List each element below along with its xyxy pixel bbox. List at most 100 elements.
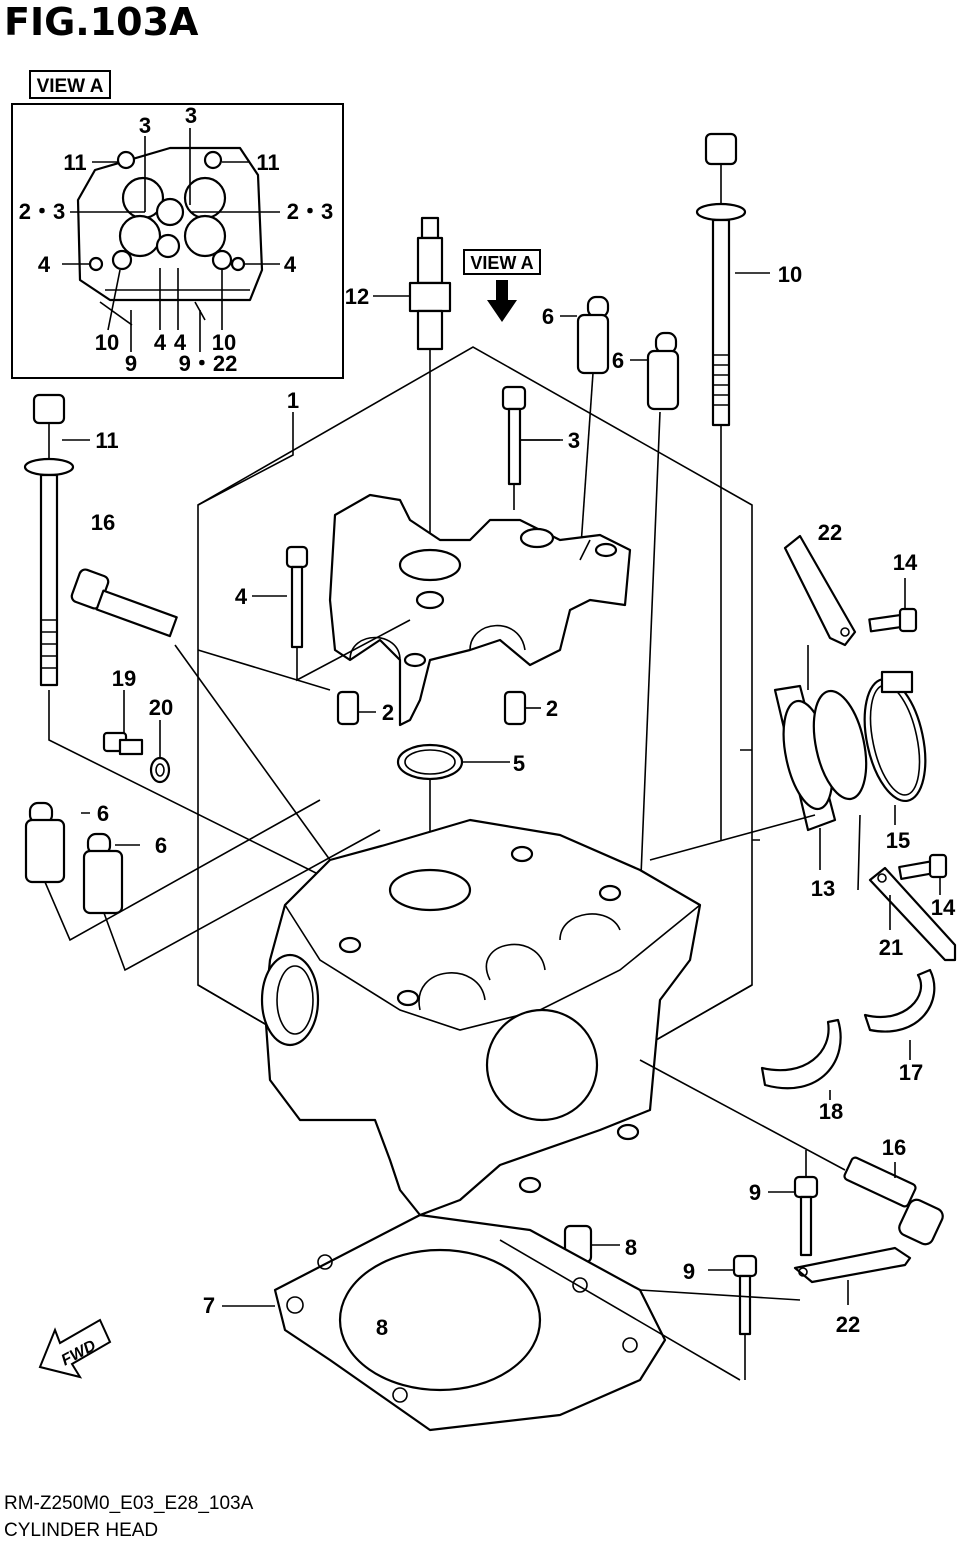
cylinder-head-rim — [284, 904, 701, 1031]
view-a-bolt-10-right — [211, 249, 233, 271]
gasket-7 — [222, 1213, 801, 1432]
view-a-bolt-10-left — [111, 249, 133, 271]
spark-plug-insulator — [416, 236, 444, 285]
callout-6-left-b: 6 — [155, 833, 167, 858]
callout-6-top-a: 6 — [542, 304, 554, 329]
inset-callout-3-left: 3 — [139, 113, 151, 138]
bracket-22-top — [783, 534, 857, 690]
callout-22-top: 22 — [818, 520, 842, 545]
inset-callout-2-3-right: 2・3 — [287, 199, 333, 224]
callout-8-right: 8 — [625, 1235, 637, 1260]
view-a-bolt-11-right — [203, 150, 223, 170]
inset-callout-3-right: 3 — [185, 103, 197, 128]
view-a-tag-box — [29, 70, 111, 99]
spark-plug-12 — [408, 216, 452, 560]
callout-9-b: 9 — [683, 1259, 695, 1284]
inset-callout-4-left: 4 — [38, 252, 51, 277]
bolt-16-lower — [639, 1059, 944, 1246]
view-a-inset: VIEW A 3 3 11 11 2・3 2・3 4 4 10 4 4 10 9… — [11, 70, 344, 379]
callout-6-top-b: 6 — [612, 348, 624, 373]
bolt-16-upper — [70, 568, 331, 861]
inset-callout-10-right: 10 — [212, 330, 236, 355]
bracket-21 — [857, 814, 957, 962]
diagram-code: RM-Z250M0_E03_E28_103A — [4, 1493, 254, 1514]
callout-8-left: 8 — [376, 1315, 388, 1340]
inset-callout-2-3-left: 2・3 — [19, 199, 65, 224]
misc-leaders — [197, 412, 760, 841]
callout-2-left: 2 — [382, 700, 394, 725]
callout-17: 17 — [899, 1060, 923, 1085]
callout-leaders-2 — [520, 315, 647, 441]
fwd-arrow: FWD — [38, 1318, 112, 1379]
holder-plug-boss — [398, 548, 462, 582]
view-a-pointer-label: VIEW A — [470, 253, 533, 273]
view-a-center-hole — [155, 233, 181, 259]
guide-6-left-a — [24, 799, 321, 942]
guide-6-top-a — [576, 295, 610, 561]
bolt-11-shank — [39, 473, 59, 687]
inset-callout-4-mid-b: 4 — [174, 330, 187, 355]
bolt-10-head — [704, 132, 738, 166]
plug-19 — [102, 690, 144, 756]
inset-callout-11-left: 11 — [63, 150, 86, 175]
view-a-plug-hole — [155, 197, 185, 227]
view-a-frame — [11, 103, 344, 379]
view-a-bolt-4-left — [88, 256, 104, 272]
exhaust-side-bore — [485, 1008, 599, 1122]
bolt-14-bottom — [898, 853, 948, 895]
gasket-7-bore — [338, 1248, 542, 1392]
view-a-bolt-4-right — [230, 256, 246, 272]
intake-port-left — [260, 953, 320, 1047]
view-a-port-4 — [183, 214, 227, 258]
callout-5: 5 — [513, 751, 525, 776]
guide-6-left-b — [82, 829, 381, 972]
guide-6-top-b — [639, 331, 680, 901]
callout-7: 7 — [203, 1293, 215, 1318]
callout-6-left-a: 6 — [97, 801, 109, 826]
bolt-4 — [252, 545, 411, 682]
clip-17 — [863, 968, 936, 1060]
cylinder-head-body — [263, 818, 702, 1217]
callout-19: 19 — [112, 666, 136, 691]
callout-15: 15 — [886, 828, 910, 853]
bolt-10-washer — [695, 202, 747, 222]
callout-10: 10 — [778, 262, 802, 287]
bolt-9-a — [768, 1150, 819, 1257]
view-a-pointer: VIEW A — [463, 249, 541, 322]
spark-plug-terminal — [420, 216, 440, 240]
cylinder-head-plug-bore — [388, 868, 472, 912]
camshaft-holder — [328, 493, 632, 727]
bracket-22-bottom — [793, 1246, 912, 1305]
callout-11: 11 — [95, 428, 118, 453]
callout-2-right: 2 — [546, 696, 558, 721]
callout-12: 12 — [345, 284, 369, 309]
callout-20: 20 — [149, 695, 173, 720]
bolt-16-upper-leader — [174, 644, 331, 861]
inset-callout-4-mid-a: 4 — [154, 330, 167, 355]
camshaft-holder-body — [328, 493, 632, 727]
view-a-leaders — [62, 128, 280, 352]
inset-callout-9-22: 9・22 — [179, 351, 238, 376]
clip-18 — [760, 1018, 842, 1100]
view-a-tag: VIEW A — [37, 76, 104, 97]
inset-callout-11-right: 11 — [256, 150, 279, 175]
figure-title: FIG.103A — [4, 0, 199, 44]
washer-20 — [149, 720, 171, 784]
bolt-10-thread — [713, 164, 729, 840]
bolt-16-upper-shank — [95, 589, 178, 638]
callout-16-bottom: 16 — [882, 1135, 906, 1160]
callout-13: 13 — [811, 876, 835, 901]
bolt-11 — [23, 393, 331, 881]
inset-callout-9: 9 — [125, 351, 137, 376]
plug-19-thread — [118, 738, 144, 756]
bolt-9-b — [708, 1254, 758, 1380]
inset-callout-4-right: 4 — [284, 252, 297, 277]
dowel-2-right — [503, 690, 541, 726]
callout-1: 1 — [287, 388, 299, 413]
bolt-11-washer — [23, 457, 75, 477]
bolt-10 — [695, 132, 747, 840]
spark-plug-hex — [408, 281, 452, 313]
o-ring-5 — [396, 743, 510, 880]
clamp-15-screw-housing — [880, 670, 914, 694]
